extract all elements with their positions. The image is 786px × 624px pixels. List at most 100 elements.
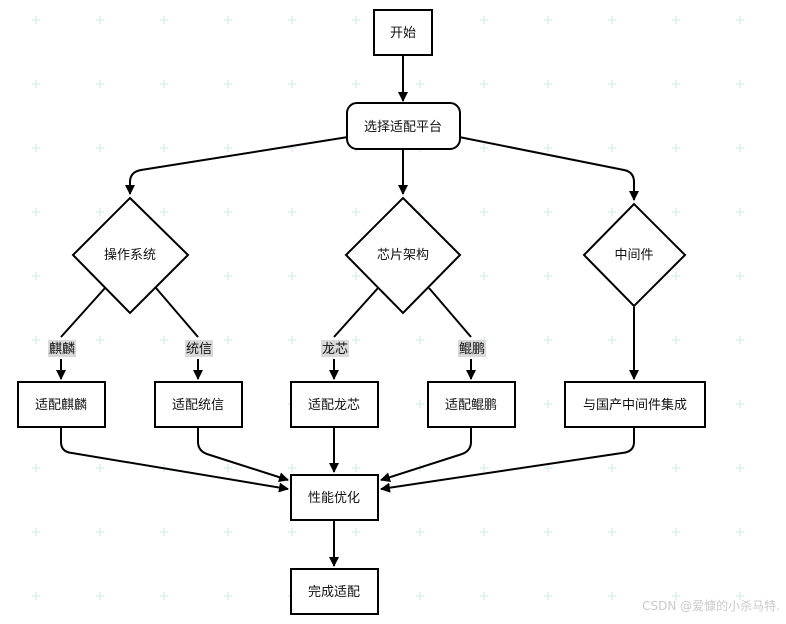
- grid-cross: [672, 208, 680, 216]
- grid-cross: [96, 16, 104, 24]
- grid-cross: [352, 528, 360, 536]
- edge-labels: 麒麟 统信 龙芯 鲲鹏: [48, 340, 486, 357]
- grid-cross: [544, 272, 552, 280]
- grid-cross: [160, 144, 168, 152]
- edge-label-kunpeng: 鲲鹏: [459, 342, 485, 357]
- grid-cross: [352, 336, 360, 344]
- edge-label-uos: 统信: [186, 342, 212, 357]
- node-choose-platform-label: 选择适配平台: [364, 120, 442, 135]
- grid-cross: [416, 592, 424, 600]
- grid-cross: [224, 528, 232, 536]
- grid-cross: [352, 464, 360, 472]
- grid-cross: [480, 528, 488, 536]
- edge-os-to-uos: [155, 287, 199, 338]
- grid-cross: [608, 528, 616, 536]
- grid-cross: [224, 80, 232, 88]
- grid-cross: [96, 336, 104, 344]
- grid-cross: [160, 16, 168, 24]
- edge-os-to-kylin: [60, 287, 106, 338]
- grid-cross: [480, 592, 488, 600]
- node-chip-label: 芯片架构: [377, 248, 429, 263]
- grid-cross: [736, 208, 744, 216]
- grid-cross: [608, 208, 616, 216]
- grid-cross: [288, 16, 296, 24]
- grid-cross: [672, 592, 680, 600]
- grid-cross: [352, 208, 360, 216]
- edge-integrate-to-optimize: [380, 428, 635, 493]
- grid-cross: [288, 272, 296, 280]
- nodes: 开始 选择适配平台 操作系统 芯片架构 中间件 适配麒麟 适配统信 适配龙芯: [17, 9, 706, 615]
- grid-cross: [96, 144, 104, 152]
- node-integrate-middleware[interactable]: 与国产中间件集成: [564, 381, 706, 428]
- grid-cross: [608, 80, 616, 88]
- grid-cross: [544, 208, 552, 216]
- node-middleware[interactable]: 中间件: [582, 202, 687, 308]
- grid-cross: [480, 464, 488, 472]
- node-adapt-kylin-label: 适配麒麟: [35, 397, 87, 413]
- node-adapt-uos[interactable]: 适配统信: [154, 381, 243, 428]
- node-adapt-uos-label: 适配统信: [172, 398, 224, 413]
- grid-cross: [96, 208, 104, 216]
- grid-cross: [608, 336, 616, 344]
- grid-cross: [544, 400, 552, 408]
- node-adapt-kunpeng[interactable]: 适配鲲鹏: [427, 381, 516, 428]
- grid-cross: [288, 464, 296, 472]
- node-start[interactable]: 开始: [373, 9, 433, 56]
- grid-cross: [160, 336, 168, 344]
- grid-cross: [416, 336, 424, 344]
- grid-cross: [608, 16, 616, 24]
- grid-cross: [736, 400, 744, 408]
- node-os[interactable]: 操作系统: [71, 196, 190, 315]
- grid-cross: [160, 592, 168, 600]
- grid-cross: [288, 208, 296, 216]
- node-optimize[interactable]: 性能优化: [290, 474, 379, 521]
- node-adapt-kylin[interactable]: 适配麒麟: [17, 381, 106, 428]
- grid-cross: [736, 528, 744, 536]
- edge-chip-to-kunpeng: [428, 287, 472, 338]
- node-adapt-loongson[interactable]: 适配龙芯: [290, 381, 379, 428]
- watermark: CSDN @爱慷的小杀马特.: [642, 599, 780, 613]
- grid-cross: [672, 336, 680, 344]
- grid-cross: [544, 16, 552, 24]
- grid-cross: [416, 528, 424, 536]
- grid-cross: [608, 592, 616, 600]
- grid-cross: [480, 272, 488, 280]
- grid-cross: [544, 464, 552, 472]
- edge-chip-to-loongson: [333, 287, 379, 338]
- edge-kylin-to-optimize: [60, 428, 289, 493]
- grid-cross: [544, 592, 552, 600]
- node-optimize-label: 性能优化: [308, 491, 360, 506]
- grid-cross: [96, 592, 104, 600]
- node-finish[interactable]: 完成适配: [290, 568, 379, 615]
- grid-cross: [32, 16, 40, 24]
- edge-choose-to-os: [125, 136, 349, 195]
- grid-cross: [32, 336, 40, 344]
- node-os-label: 操作系统: [104, 247, 156, 263]
- grid-cross: [224, 464, 232, 472]
- grid-cross: [32, 528, 40, 536]
- grid-cross: [96, 528, 104, 536]
- edge-kunpeng-to-optimize: [380, 428, 472, 483]
- node-finish-label: 完成适配: [308, 585, 360, 600]
- grid-cross: [352, 16, 360, 24]
- grid-cross: [736, 336, 744, 344]
- edge-uos-to-optimize: [197, 428, 289, 483]
- node-chip[interactable]: 芯片架构: [344, 196, 462, 315]
- node-choose-platform[interactable]: 选择适配平台: [346, 102, 461, 150]
- grid-cross: [736, 16, 744, 24]
- grid-cross: [352, 272, 360, 280]
- grid-cross: [160, 80, 168, 88]
- grid-cross: [480, 80, 488, 88]
- edges: [56, 56, 639, 567]
- grid-cross: [736, 272, 744, 280]
- grid-cross: [544, 80, 552, 88]
- edge-choose-to-middleware: [458, 136, 639, 201]
- grid-cross: [672, 528, 680, 536]
- grid-cross: [736, 80, 744, 88]
- grid-cross: [544, 336, 552, 344]
- grid-cross: [480, 208, 488, 216]
- node-integrate-middleware-label: 与国产中间件集成: [583, 397, 687, 413]
- grid-cross: [352, 80, 360, 88]
- grid-cross: [160, 208, 168, 216]
